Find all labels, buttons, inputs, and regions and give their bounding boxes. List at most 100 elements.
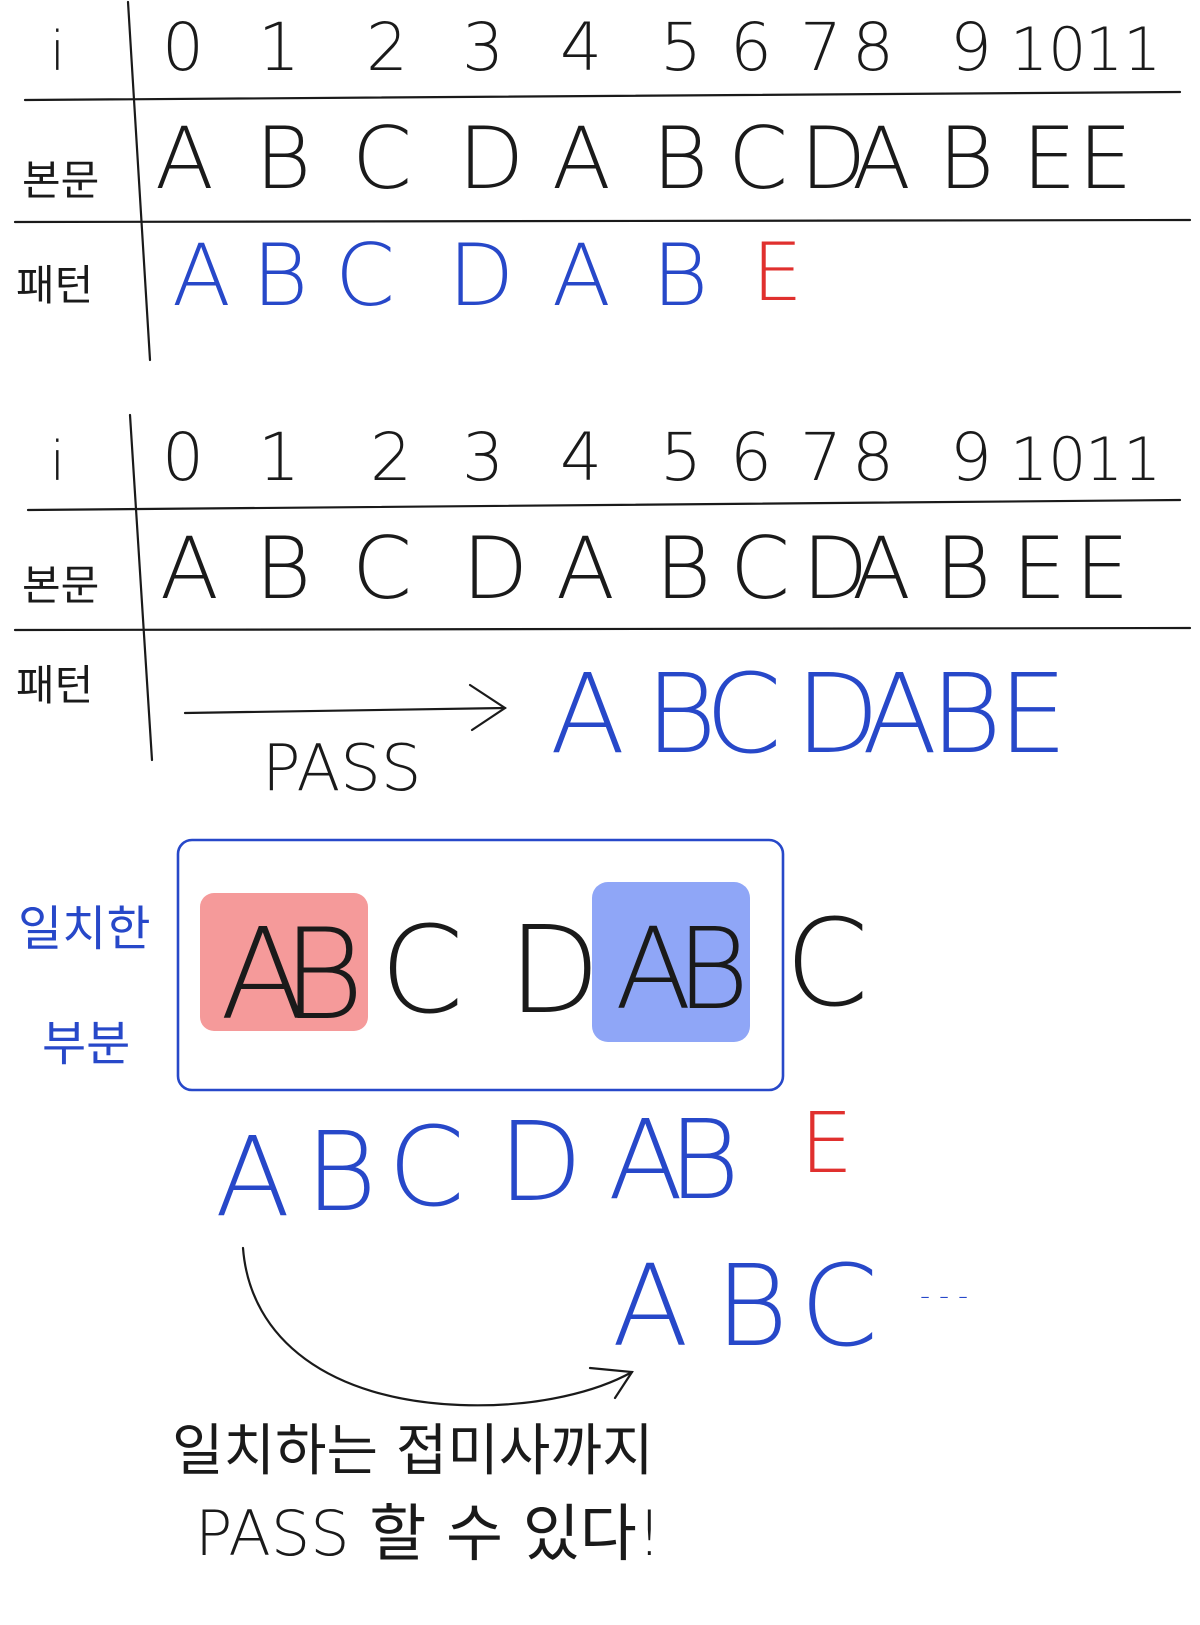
table-1: i 본문 패턴 0 1 2 3 4 5 6 7 8 9 10 11 A B C …: [13, 0, 1192, 362]
index-cell: 10: [1010, 15, 1086, 85]
text-cell: B: [255, 109, 311, 209]
index-cell: 6: [730, 419, 772, 496]
note-line-2: PASS 할 수 있다!: [195, 1497, 662, 1570]
text-cell: D: [462, 519, 528, 619]
index-cell: 6: [730, 9, 772, 86]
text-cell: A: [155, 109, 214, 209]
index-cell: 5: [660, 9, 702, 86]
pattern-cell: C: [705, 650, 782, 778]
text-cell: E: [1022, 109, 1076, 209]
pattern-cell: E: [998, 650, 1068, 778]
text-cell: C: [352, 109, 412, 209]
index-cell: 2: [366, 9, 408, 86]
text-cell: D: [800, 109, 866, 209]
index-cell: 4: [560, 419, 602, 496]
index-cell: 10: [1010, 425, 1086, 495]
matched-cell: C: [380, 902, 464, 1041]
table-1-pattern-label: 패턴: [16, 261, 93, 310]
text-cell: A: [552, 109, 611, 209]
table-2-index-label: i: [50, 430, 65, 493]
index-cell: 7: [800, 419, 842, 496]
table-2-indices: 0 1 2 3 4 5 6 7 8 9 10 11: [162, 419, 1161, 496]
pass-arrow-head: [468, 683, 507, 732]
pattern-cell: B: [252, 226, 308, 326]
matched-part-label-line-2: 부분: [42, 1016, 130, 1072]
text-cell: D: [802, 519, 868, 619]
matched-cell: D: [508, 902, 600, 1041]
text-cell: E: [1075, 519, 1129, 619]
index-cell: 0: [162, 9, 204, 86]
text-cell: B: [935, 519, 991, 619]
index-cell: 11: [1085, 425, 1161, 495]
index-cell: 9: [950, 9, 992, 86]
matched-part-label-line-1: 일치한: [18, 901, 150, 957]
pass-arrow: PASS: [183, 683, 507, 806]
text-cell: B: [938, 109, 994, 209]
index-cell: 3: [462, 419, 504, 496]
table-2-pattern-label: 패턴: [16, 661, 93, 710]
table-1-pattern-row: A B C D A B E: [172, 226, 803, 326]
table-2-text-label: 본문: [22, 561, 99, 610]
ellipsis: - - -: [920, 1279, 968, 1312]
text-cell: A: [852, 519, 911, 619]
pattern-cell: B: [652, 226, 708, 326]
table-2-shifted-pattern: A B C D A B E: [550, 650, 1068, 778]
table-1-header-line: [23, 90, 1182, 102]
section-3-shifted-row: A B C - - -: [612, 1242, 968, 1372]
table-2-vertical-line: [128, 413, 154, 762]
pattern-cell: D: [498, 1098, 583, 1226]
matched-cell: B: [282, 901, 365, 1048]
index-cell: 3: [462, 9, 504, 86]
pattern-cell: A: [552, 226, 611, 326]
text-cell: A: [556, 519, 615, 619]
text-cell: D: [458, 109, 524, 209]
section-3-pattern-row: A B C D A B E: [215, 1094, 853, 1241]
text-cell: C: [730, 519, 790, 619]
pattern-cell: A: [862, 650, 937, 778]
text-cell: A: [160, 519, 219, 619]
pattern-cell: C: [388, 1103, 465, 1231]
pattern-cell: B: [715, 1242, 788, 1372]
pattern-cell: A: [550, 650, 625, 778]
index-cell: 4: [560, 9, 602, 86]
pattern-cell: A: [608, 1096, 683, 1224]
pattern-cell: D: [448, 226, 514, 326]
index-cell: 5: [660, 419, 702, 496]
shift-arrow: [241, 1246, 634, 1407]
pattern-cell: A: [612, 1242, 689, 1372]
text-cell: B: [655, 519, 711, 619]
index-cell: 1: [258, 9, 300, 86]
table-1-row-line: [13, 218, 1192, 224]
text-cell: E: [1012, 519, 1066, 619]
matched-segment: A B C D A B: [220, 901, 749, 1048]
table-2-text-row: A B C D A B C D A B E E: [160, 519, 1129, 619]
index-cell: 0: [162, 419, 204, 496]
table-1-indices: 0 1 2 3 4 5 6 7 8 9 10 11: [162, 9, 1161, 86]
pattern-cell: A: [172, 226, 231, 326]
suffix-highlight: [592, 882, 750, 1042]
shift-arrow-curve: [241, 1246, 634, 1407]
pattern-cell: C: [335, 226, 395, 326]
pattern-cell: A: [215, 1113, 290, 1241]
index-cell: 2: [370, 419, 412, 496]
table-1-index-label: i: [50, 20, 65, 83]
text-cell: C: [728, 109, 788, 209]
table-1-vertical-line: [126, 0, 152, 362]
text-cell: A: [852, 109, 911, 209]
matched-cell: B: [676, 905, 749, 1035]
pattern-cell: B: [668, 1096, 740, 1224]
pattern-cell: B: [930, 650, 1002, 778]
index-cell: 9: [950, 419, 992, 496]
after-box-cell: C: [785, 895, 869, 1034]
matched-cell: A: [615, 905, 692, 1035]
index-cell: 8: [852, 419, 894, 496]
table-2: i 본문 패턴 0 1 2 3 4 5 6 7 8 9 10 11 A B C …: [13, 413, 1192, 806]
matched-segment-box: [176, 838, 785, 1092]
index-cell: 11: [1085, 15, 1161, 85]
pass-label: PASS: [262, 732, 422, 806]
index-cell: 7: [800, 9, 842, 86]
index-cell: 1: [258, 419, 300, 496]
pattern-cell: D: [795, 650, 880, 778]
pattern-cell: B: [645, 650, 717, 778]
